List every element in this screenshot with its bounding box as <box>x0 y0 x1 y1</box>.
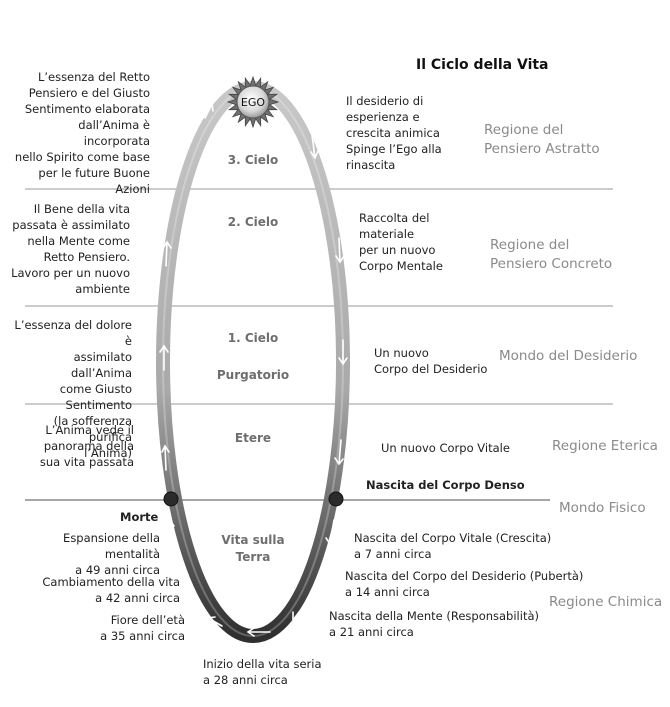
text-fiore: Fiore dell’età a 35 anni circa <box>100 613 185 643</box>
ego-sun-icon <box>226 75 280 129</box>
label-cielo-3: 3. Cielo <box>227 153 279 167</box>
text-nascita-mente: Nascita della Mente (Responsabilità) a 2… <box>329 609 539 639</box>
region-chimica: Regione Chimica <box>549 594 663 610</box>
arrow-right-5 <box>325 519 335 546</box>
text-bene-vita: Il Bene della vita passata è assimilato … <box>11 202 130 296</box>
ego-label: EGO <box>240 96 266 109</box>
region-pensiero-concreto: Regione del Pensiero Concreto <box>490 237 613 272</box>
text-nascita-desiderio: Nascita del Corpo del Desiderio (Pubertà… <box>345 569 584 599</box>
death-point <box>163 491 179 507</box>
text-espansione: Espansione della mentalità a 49 anni cir… <box>63 531 160 577</box>
text-desiderio-ego: Il desiderio di esperienza e crescita an… <box>346 94 442 172</box>
label-etere: Etere <box>234 431 272 445</box>
text-nascita-vitale: Nascita del Corpo Vitale (Crescita) a 7 … <box>354 531 552 561</box>
arrow-left-5 <box>161 444 170 471</box>
label-cielo-1: 1. Cielo <box>227 331 279 345</box>
direction-arrows <box>159 102 348 637</box>
arrow-left-9 <box>204 102 214 119</box>
text-inizio: Inizio della vita seria a 28 anni circa <box>203 657 322 687</box>
text-cambiamento: Cambiamento della vita a 42 anni circa <box>42 575 180 605</box>
arrow-left-8 <box>181 134 190 159</box>
label-cielo-2: 2. Cielo <box>227 215 279 229</box>
text-corpo-vitale: Un nuovo Corpo Vitale <box>381 441 510 455</box>
arrow-left-7 <box>162 240 172 267</box>
text-raccolta: Raccolta del materiale per un nuovo Corp… <box>359 211 443 273</box>
label-purgatorio: Purgatorio <box>216 368 290 382</box>
arrow-right-6 <box>312 577 323 598</box>
region-mondo-desiderio: Mondo del Desiderio <box>499 348 638 364</box>
region-mondo-fisico: Mondo Fisico <box>559 500 646 516</box>
arrow-left-6 <box>159 344 169 371</box>
text-corpo-desiderio: Un nuovo Corpo del Desiderio <box>374 346 488 376</box>
arrow-left-1 <box>206 616 223 627</box>
arrow-right-2 <box>335 237 345 264</box>
arrow-left-2 <box>187 592 198 607</box>
arrow-left-3 <box>174 560 183 581</box>
diagram-title: Il Ciclo della Vita <box>416 57 549 73</box>
arrow-right-4 <box>334 439 344 466</box>
arrow-right-3 <box>338 339 348 366</box>
arrow-right-1 <box>310 134 319 160</box>
arrow-left-4 <box>166 518 175 541</box>
text-dolore: L’essenza del dolore è assimilato dall’A… <box>14 318 132 460</box>
text-morte: Morte <box>120 510 159 524</box>
text-retto-pensiero: L’essenza del Retto Pensiero e del Giust… <box>14 70 150 196</box>
region-eterica: Regione Eterica <box>552 438 658 454</box>
text-nascita-denso: Nascita del Corpo Denso <box>366 478 525 492</box>
arrow-right-7 <box>292 606 304 622</box>
sun-disk <box>236 85 270 119</box>
label-vita-terra: Vita sulla Terra <box>221 533 285 564</box>
text-panorama: L’Anima vede il panorama della sua vita … <box>39 423 134 469</box>
arrow-bottom-1 <box>246 627 271 637</box>
birth-point <box>328 491 344 507</box>
region-pensiero-astratto: Regione del Pensiero Astratto <box>484 122 600 157</box>
